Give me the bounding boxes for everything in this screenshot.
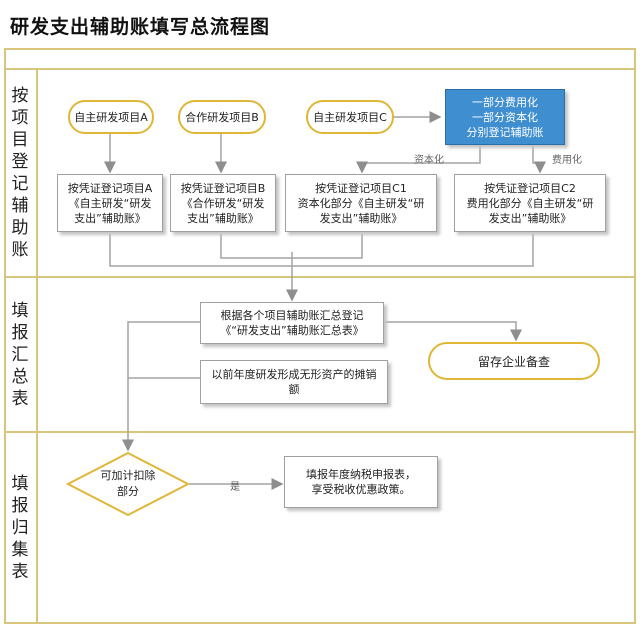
summary-box: 根据各个项目辅助账汇总登记 《“研发支出”辅助账汇总表》 [200, 302, 384, 344]
ledger-line: 按凭证登记项目C2 [484, 181, 576, 195]
decision-line: 可加计扣除 [100, 469, 156, 482]
lane-char: 集 [11, 540, 29, 560]
page-title: 研发支出辅助账填写总流程图 [10, 16, 271, 38]
amortization-line: 额 [288, 383, 300, 396]
lane-divider-2 [4, 431, 636, 433]
final-line: 填报年度纳税申报表， [306, 468, 416, 481]
split-line-1: 一部分费用化 [472, 95, 538, 109]
final-line: 享受税收优惠政策。 [311, 483, 411, 496]
ledger-line: 费用化部分《自主研发“研 [466, 196, 594, 210]
lane-label-divider [36, 70, 38, 624]
lane-label-ledger: 按 项 目 登 记 辅 助 账 [6, 70, 34, 276]
yes-label: 是 [230, 482, 240, 493]
decision-label: 可加计扣除 部分 [88, 468, 168, 500]
lane-label-summary: 填 报 汇 总 表 [6, 278, 34, 431]
ledger-box-b: 按凭证登记项目B 《合作研发“研发 支出”辅助账》 [170, 174, 276, 232]
diagram-frame [4, 48, 636, 624]
lane-divider-1 [4, 276, 636, 278]
ledger-line: 发支出”辅助账》 [488, 211, 572, 225]
lane-char: 归 [11, 518, 29, 538]
ledger-line: 按凭证登记项目C1 [315, 181, 407, 195]
start-project-c: 自主研发项目C [306, 100, 394, 134]
header-divider [4, 68, 636, 70]
ledger-line: 资本化部分《自主研发“研 [297, 196, 425, 210]
ledger-box-a: 按凭证登记项目A 《自主研发“研发 支出”辅助账》 [57, 174, 163, 232]
lane-char: 填 [11, 474, 29, 494]
summary-line: 《“研发支出”辅助账汇总表》 [220, 324, 364, 337]
lane-char: 辅 [11, 196, 29, 216]
ledger-line: 按凭证登记项目B [180, 181, 266, 195]
amortization-line: 以前年度研发形成无形资产的摊销 [211, 368, 377, 381]
lane-char: 报 [11, 496, 29, 516]
ledger-box-c1: 按凭证登记项目C1 资本化部分《自主研发“研 发支出”辅助账》 [285, 174, 437, 232]
lane-char: 助 [11, 218, 29, 238]
ledger-line: 发支出”辅助账》 [319, 211, 403, 225]
ledger-box-c2: 按凭证登记项目C2 费用化部分《自主研发“研 发支出”辅助账》 [454, 174, 606, 232]
decision-diamond [65, 451, 191, 517]
ledger-line: 按凭证登记项目A [67, 181, 153, 195]
tax-filing-box: 填报年度纳税申报表， 享受税收优惠政策。 [284, 456, 438, 508]
lane-char: 总 [11, 366, 29, 387]
lane-char: 记 [11, 174, 29, 194]
capitalize-label: 资本化 [414, 155, 444, 166]
lane-char: 按 [11, 86, 29, 106]
lane-char: 表 [11, 388, 29, 409]
lane-char: 汇 [11, 344, 29, 365]
ledger-line: 《自主研发“研发 [68, 196, 152, 210]
archive-oval: 留存企业备查 [428, 342, 600, 380]
lane-label-collection: 填 报 归 集 表 [6, 433, 34, 623]
lane-char: 项 [11, 108, 29, 128]
split-accounting-box: 一部分费用化 一部分资本化 分别登记辅助账 [445, 89, 565, 145]
lane-char: 报 [11, 322, 29, 343]
ledger-line: 支出”辅助账》 [187, 211, 259, 225]
lane-char: 表 [11, 562, 29, 582]
lane-char: 填 [11, 300, 29, 321]
split-line-2: 一部分资本化 [472, 110, 538, 124]
lane-char: 目 [11, 130, 29, 150]
ledger-line: 支出”辅助账》 [74, 211, 146, 225]
expense-label: 费用化 [552, 155, 582, 166]
summary-line: 根据各个项目辅助账汇总登记 [220, 309, 364, 322]
lane-char: 账 [11, 240, 29, 260]
split-line-3: 分别登记辅助账 [466, 125, 544, 139]
amortization-box: 以前年度研发形成无形资产的摊销 额 [200, 360, 388, 404]
start-project-a: 自主研发项目A [68, 100, 154, 134]
start-project-b: 合作研发项目B [178, 100, 266, 134]
ledger-line: 《合作研发“研发 [181, 196, 265, 210]
lane-char: 登 [11, 152, 29, 172]
decision-line: 部分 [117, 485, 139, 498]
